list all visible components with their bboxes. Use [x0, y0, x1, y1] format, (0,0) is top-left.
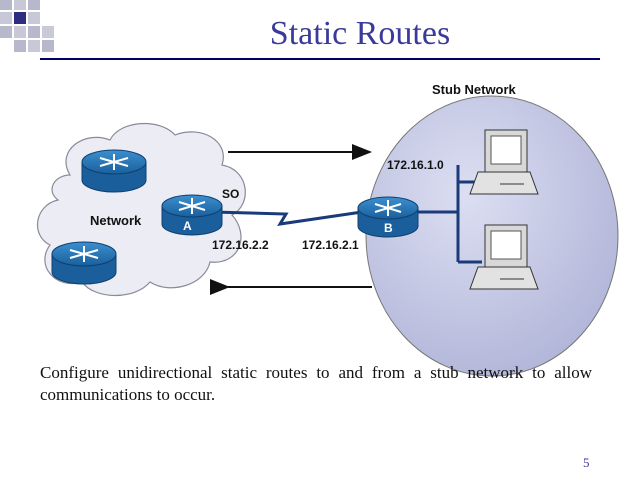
serial-link [211, 210, 363, 226]
router-icon-cloud-top [81, 149, 147, 193]
computer-icon-top [469, 129, 539, 195]
router-a-letter: A [183, 219, 192, 233]
router-a-icon [161, 194, 223, 236]
stub-subnet-label: 172.16.1.0 [387, 158, 444, 172]
router-b-letter: B [384, 221, 393, 235]
title-underline [40, 58, 600, 60]
page-number: 5 [583, 455, 590, 470]
router-b-ip-label: 172.16.2.1 [302, 238, 359, 252]
router-b-icon [357, 196, 419, 238]
stub-network-label: Stub Network [432, 82, 516, 97]
slide-title: Static Routes [269, 15, 451, 52]
computer-icon-bottom [469, 224, 539, 290]
network-label: Network [90, 213, 142, 228]
router-icon-cloud-bottom [51, 241, 117, 285]
slide-caption: Configure unidirectional static routes t… [40, 363, 592, 404]
router-a-ip-label: 172.16.2.2 [212, 238, 269, 252]
serial-interface-label: SO [222, 187, 240, 201]
corner-decoration [0, 0, 54, 52]
